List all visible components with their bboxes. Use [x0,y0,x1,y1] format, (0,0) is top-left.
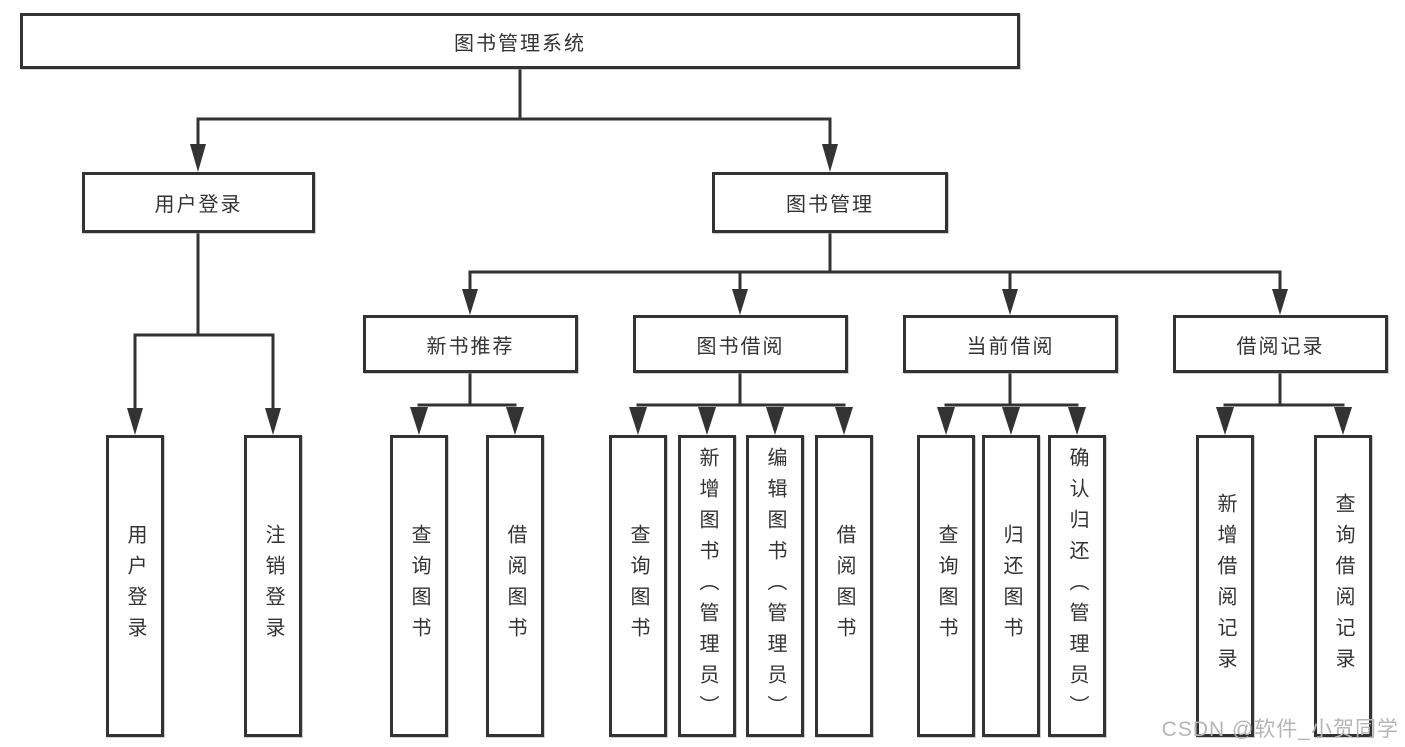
node-book-management-label: 图书管理 [786,194,874,216]
leaf-add-books-admin-label: 新增图书（管理员） [696,446,718,726]
leaf-borrowing-borrow-books-label: 借阅图书 [833,524,855,648]
csdn-watermark: CSDN @软件_小贺同学 [1161,718,1399,741]
leaf-borrowing-borrow-books: 借阅图书 [815,435,873,737]
node-borrow-records: 借阅记录 [1173,315,1388,373]
node-book-management: 图书管理 [712,172,948,233]
node-user-login: 用户登录 [82,172,315,233]
leaf-edit-books-admin: 编辑图书（管理员） [746,435,804,737]
node-user-login-label: 用户登录 [154,194,243,216]
leaf-confirm-return-admin: 确认归还（管理员） [1048,435,1106,737]
leaf-query-borrow-record-label: 查询借阅记录 [1332,493,1354,679]
leaf-borrowing-query-books-label: 查询图书 [627,524,649,648]
node-new-book-recommend: 新书推荐 [363,315,578,373]
node-borrow-records-label: 借阅记录 [1236,335,1325,358]
leaf-recommend-query-books: 查询图书 [390,435,448,737]
leaf-edit-books-admin-label: 编辑图书（管理员） [764,446,786,726]
leaf-user-login-label: 用户登录 [124,524,146,648]
leaf-recommend-borrow-books-label: 借阅图书 [504,524,526,648]
node-book-borrowing-label: 图书借阅 [696,335,785,358]
node-current-borrowing-label: 当前借阅 [966,335,1055,358]
node-book-borrowing: 图书借阅 [633,315,848,373]
leaf-borrowing-query-books: 查询图书 [609,435,667,737]
leaf-logout-login-label: 注销登录 [262,524,284,648]
node-root-system: 图书管理系统 [20,13,1020,69]
leaf-confirm-return-admin-label: 确认归还（管理员） [1066,446,1088,726]
leaf-current-query-books-label: 查询图书 [935,524,957,648]
leaf-recommend-borrow-books: 借阅图书 [486,435,544,737]
leaf-recommend-query-books-label: 查询图书 [408,524,430,648]
leaf-add-borrow-record: 新增借阅记录 [1196,435,1254,737]
leaf-return-books: 归还图书 [982,435,1040,737]
node-new-book-recommend-label: 新书推荐 [426,335,515,358]
node-current-borrowing: 当前借阅 [903,315,1118,373]
leaf-logout-login: 注销登录 [244,435,302,737]
leaf-user-login: 用户登录 [106,435,164,737]
leaf-add-borrow-record-label: 新增借阅记录 [1214,493,1236,679]
node-root-label: 图书管理系统 [454,32,586,55]
leaf-return-books-label: 归还图书 [1000,524,1022,648]
leaf-query-borrow-record: 查询借阅记录 [1314,435,1372,737]
leaf-add-books-admin: 新增图书（管理员） [678,435,736,737]
leaf-current-query-books: 查询图书 [917,435,975,737]
